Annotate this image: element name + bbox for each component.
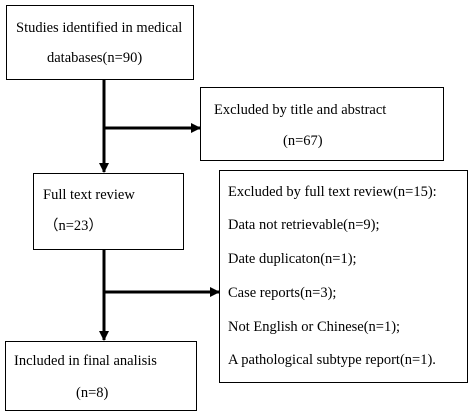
excluded-reason-subtype: A pathological subtype report(n=1). xyxy=(228,352,436,368)
box-full-text-review: Full text review （n=23） xyxy=(33,173,184,250)
excluded-title-line2: (n=67) xyxy=(283,133,323,149)
excluded-full-header: Excluded by full text review(n=15): xyxy=(228,184,437,200)
full-text-line2: （n=23） xyxy=(44,218,103,234)
full-text-line1: Full text review xyxy=(43,187,135,203)
box-studies-identified: Studies identified in medical databases(… xyxy=(6,5,194,80)
identified-line1: Studies identified in medical xyxy=(16,20,183,36)
excluded-reason-not-retrievable: Data not retrievable(n=9); xyxy=(228,217,380,233)
included-line2: (n=8) xyxy=(76,385,109,401)
included-line1: Included in final analisis xyxy=(14,353,157,369)
excluded-title-line1: Excluded by title and abstract xyxy=(214,102,387,118)
excluded-reason-duplication: Date duplicaton(n=1); xyxy=(228,251,357,267)
box-excluded-title-abstract: Excluded by title and abstract (n=67) xyxy=(200,87,444,161)
excluded-reason-case-reports: Case reports(n=3); xyxy=(228,285,337,301)
identified-line2: databases(n=90) xyxy=(47,50,143,66)
box-excluded-full-text: Excluded by full text review(n=15): Data… xyxy=(219,170,468,383)
box-included-final: Included in final analisis (n=8) xyxy=(5,341,197,411)
excluded-reason-language: Not English or Chinese(n=1); xyxy=(228,319,401,335)
